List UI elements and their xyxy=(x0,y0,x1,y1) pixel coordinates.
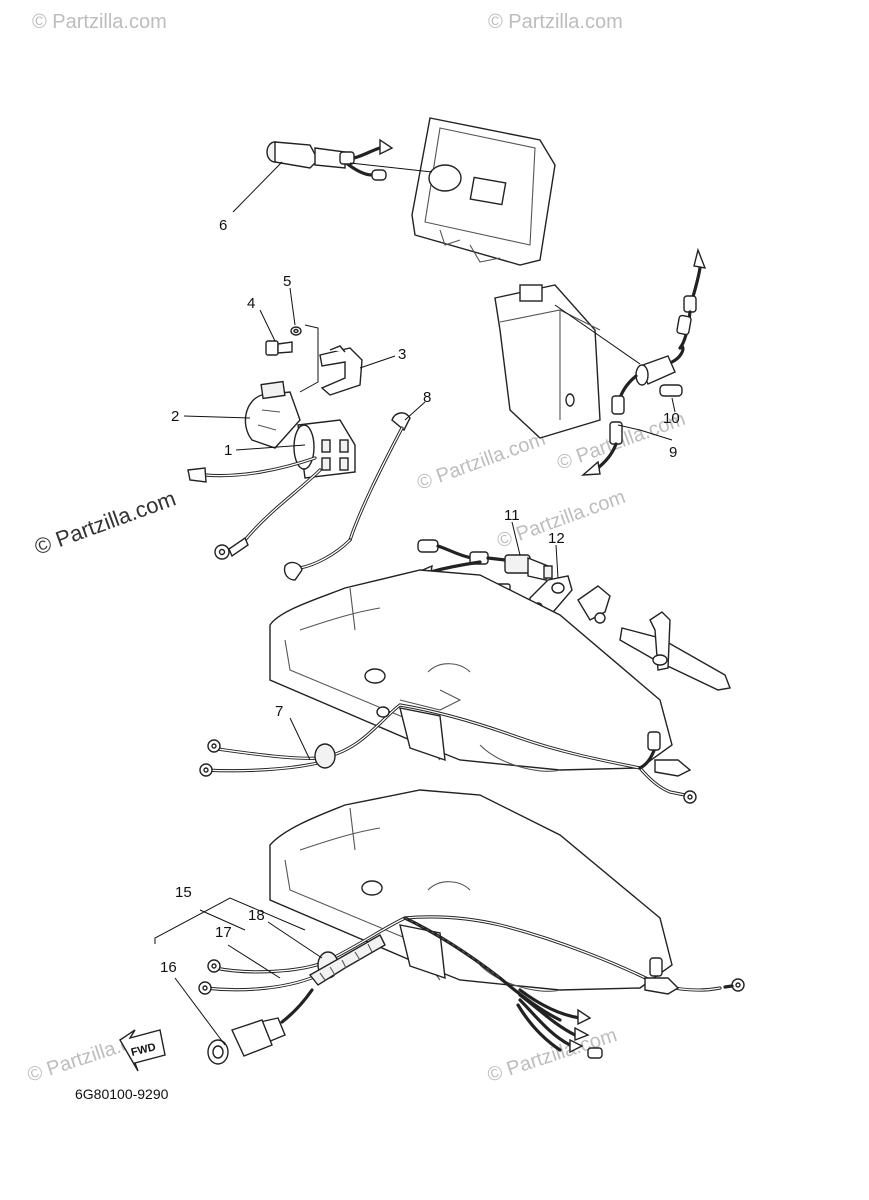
callout-18: 18 xyxy=(248,907,265,924)
leader-1 xyxy=(235,444,306,451)
leader-3 xyxy=(359,355,396,369)
leader-11 xyxy=(511,521,521,556)
callout-16: 16 xyxy=(160,959,177,976)
leader-9 xyxy=(617,424,673,441)
bolt xyxy=(265,340,293,356)
cap-10 xyxy=(659,384,683,397)
leader-8 xyxy=(404,401,426,421)
callout-15: 15 xyxy=(175,884,192,901)
leader-6 xyxy=(232,161,283,213)
leader-5 xyxy=(289,287,296,326)
harness-7 xyxy=(199,703,697,804)
callout-3: 3 xyxy=(398,346,406,363)
callout-1: 1 xyxy=(224,442,232,459)
watermark-top-right: © Partzilla.com xyxy=(488,11,623,33)
leader-12 xyxy=(555,544,559,579)
harness-9 xyxy=(554,247,707,476)
lead-wire-8 xyxy=(283,412,411,581)
bracket-group-line xyxy=(299,324,319,393)
relay-assembly xyxy=(244,380,356,479)
leader-7 xyxy=(289,717,311,761)
leader-4 xyxy=(259,309,276,342)
watermark-center: © Partzilla.com xyxy=(414,428,548,495)
fwd-label: FWD xyxy=(130,1041,157,1059)
callout-17: 17 xyxy=(215,924,232,941)
bracket-15 xyxy=(154,897,306,944)
diagram-part-code: 6G80100-9290 xyxy=(75,1086,169,1102)
shift-linkage xyxy=(577,585,731,691)
remote-control-box xyxy=(411,117,556,266)
relay-bracket xyxy=(319,345,363,396)
callout-9: 9 xyxy=(669,444,677,461)
callout-11: 11 xyxy=(504,507,520,524)
relay-wires xyxy=(187,456,322,560)
callout-4: 4 xyxy=(247,295,255,312)
leader-2 xyxy=(183,415,251,419)
callout-5: 5 xyxy=(283,273,291,290)
watermark-top-left: © Partzilla.com xyxy=(32,11,167,33)
leader-16 xyxy=(174,977,226,1046)
fwd-arrow-icon: FWD xyxy=(119,1029,166,1072)
callout-12: 12 xyxy=(548,530,565,547)
connector-16 xyxy=(207,988,314,1065)
callout-2: 2 xyxy=(171,408,179,425)
leader-17 xyxy=(227,944,281,979)
engine-bracket-housing xyxy=(494,284,601,439)
bracket-15-left xyxy=(199,909,246,931)
callout-10: 10 xyxy=(663,410,680,427)
callout-7: 7 xyxy=(275,703,283,720)
callout-6: 6 xyxy=(219,217,227,234)
watermark-main: © Partzilla.com xyxy=(31,486,179,560)
upper-bottom-cowling xyxy=(269,569,673,772)
leader-18 xyxy=(267,921,323,959)
leader-10 xyxy=(671,397,676,413)
lanyard-switch xyxy=(266,138,433,181)
callout-8: 8 xyxy=(423,389,431,406)
cable-tube-18 xyxy=(308,934,386,986)
washer xyxy=(290,326,302,336)
